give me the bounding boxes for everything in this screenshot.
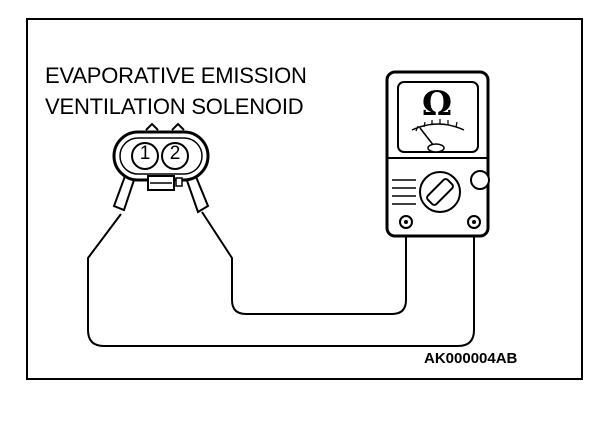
pin-1-label: 1 <box>139 143 151 164</box>
component-title-line1: EVAPORATIVE EMISSION <box>45 63 307 88</box>
figure-code: AK000004AB <box>424 350 518 367</box>
ohmmeter-icon <box>385 70 490 238</box>
component-title-line2: VENTILATION SOLENOID <box>45 94 304 119</box>
wire-pin1 <box>87 213 475 347</box>
frame-border <box>26 18 583 380</box>
ohm-symbol: Ω <box>421 84 453 124</box>
pin-2-label: 2 <box>169 143 181 164</box>
connector-icon <box>112 122 210 191</box>
dial-icon <box>419 171 461 213</box>
wire-pin2 <box>201 211 407 315</box>
